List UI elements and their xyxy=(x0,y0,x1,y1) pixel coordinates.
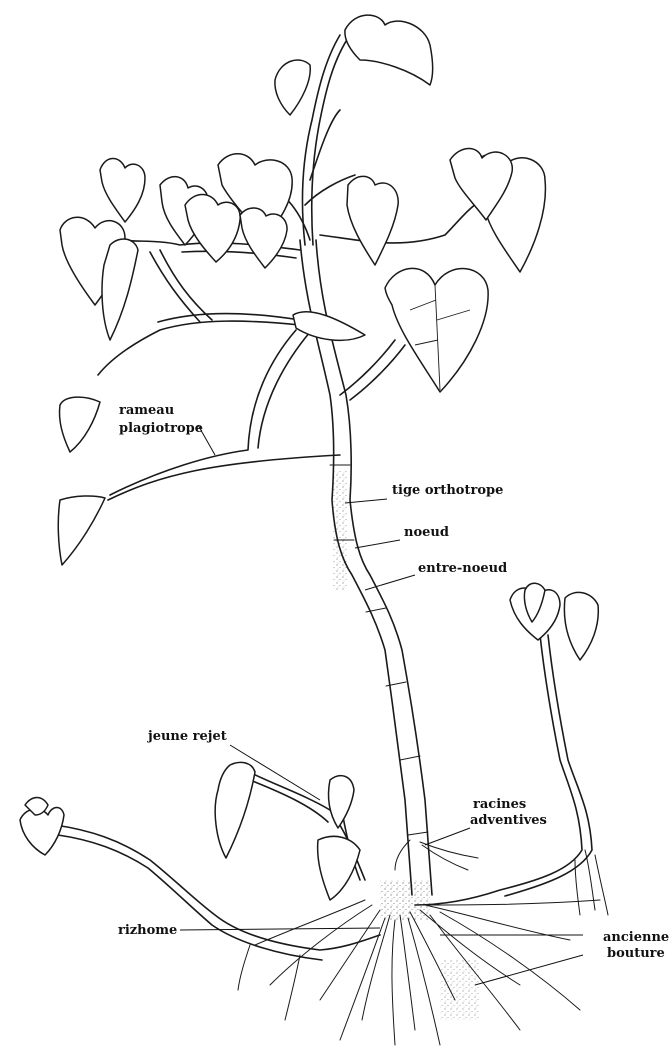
young-shoot xyxy=(215,762,365,900)
label-entre-noeud: entre-noeud xyxy=(418,561,507,576)
label-racines: racines xyxy=(473,797,526,812)
label-plagiotrope: plagiotrope xyxy=(119,421,203,436)
label-jeune-rejet: jeune rejet xyxy=(147,729,227,744)
plagiotrope-branches xyxy=(98,250,405,500)
label-rizhome: rizhome xyxy=(118,923,177,938)
label-adventives: adventives xyxy=(470,813,547,828)
label-rameau: rameau xyxy=(119,403,174,418)
label-ancienne: ancienne xyxy=(603,930,669,945)
label-bouture: bouture xyxy=(607,946,665,961)
label-tige-orthotrope: tige orthotrope xyxy=(392,483,503,498)
labels: rameau plagiotrope tige orthotrope noeud… xyxy=(118,403,669,961)
roots xyxy=(238,840,608,1045)
label-noeud: noeud xyxy=(404,525,449,540)
right-shoot xyxy=(415,583,598,905)
